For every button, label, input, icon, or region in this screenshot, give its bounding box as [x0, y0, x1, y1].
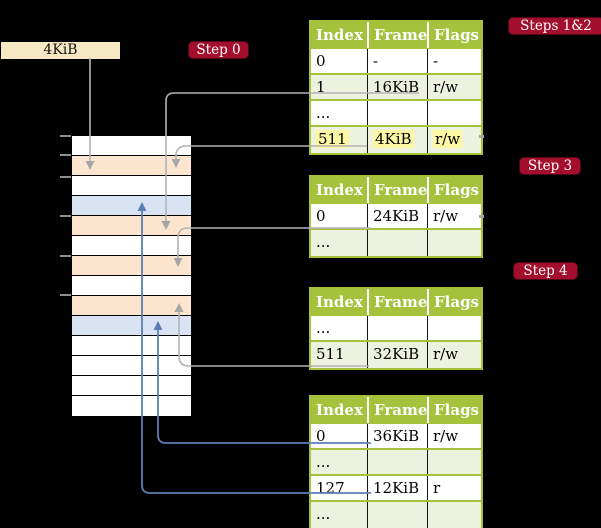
tick-mark: [60, 154, 71, 156]
cell: 511: [316, 345, 345, 363]
cell: r/w: [427, 127, 481, 153]
cell: [427, 316, 481, 340]
cell: ...: [316, 453, 331, 471]
cell: 0: [316, 207, 326, 225]
memory-row-white: [72, 236, 191, 256]
memory-row-white: [72, 376, 191, 396]
memory-row-orange: [72, 216, 191, 236]
cell: 127: [316, 479, 345, 497]
cell: [427, 450, 481, 474]
memory-row-orange: [72, 156, 191, 176]
table-row: ...: [311, 316, 481, 342]
cell: r/w: [427, 424, 481, 448]
cell: -: [427, 49, 481, 73]
cell: 16KiB: [367, 75, 427, 99]
cell: r/w: [427, 204, 481, 228]
memory-row-white: [72, 396, 191, 416]
header-cell: Frame: [367, 397, 427, 423]
memory-column: [71, 135, 192, 417]
cell: [367, 502, 427, 528]
cell: [367, 230, 427, 256]
highlighted-value: 511: [316, 130, 349, 148]
tick-mark: [60, 255, 71, 257]
steps1and2-badge: Steps 1&2: [508, 17, 601, 35]
step0-badge: Step 0: [188, 41, 249, 59]
header-cell: Flags: [427, 397, 481, 423]
cell: ...: [316, 505, 331, 523]
header-cell: Frame: [367, 177, 427, 203]
memory-row-white: [72, 276, 191, 296]
memory-row-white: [72, 336, 191, 356]
cell: [427, 502, 481, 528]
cell: 0: [316, 427, 326, 445]
table-row: 511 4KiB r/w: [311, 127, 481, 153]
cell: 0: [316, 52, 326, 70]
table-row: ...: [311, 101, 481, 127]
cell: 1: [316, 78, 326, 96]
table-row: 0 --: [311, 49, 481, 75]
step4-badge: Step 4: [513, 262, 578, 280]
memory-row-blue: [72, 316, 191, 336]
table-row: ...: [311, 230, 481, 256]
cell: [367, 101, 427, 125]
header-cell: Index: [316, 181, 363, 199]
cell: ...: [316, 104, 331, 122]
memory-row-orange: [72, 296, 191, 316]
header-cell: Flags: [427, 22, 481, 48]
memory-row-orange: [72, 256, 191, 276]
cell: -: [367, 49, 427, 73]
tick-mark: [60, 176, 71, 178]
header-cell: Frame: [367, 289, 427, 315]
cell: 24KiB: [367, 204, 427, 228]
step3-badge: Step 3: [519, 157, 581, 175]
root-page-size-box: 4KiB: [1, 42, 120, 59]
header-cell: Index: [316, 26, 363, 44]
header-cell: Flags: [427, 177, 481, 203]
highlighted-value: r/w: [433, 130, 463, 148]
cell: 36KiB: [367, 424, 427, 448]
table-row: ...: [311, 450, 481, 476]
header-cell: Index: [316, 293, 363, 311]
cell: [367, 450, 427, 474]
header-cell: Flags: [427, 289, 481, 315]
table-row: ...: [311, 502, 481, 528]
cell: 511: [311, 127, 367, 153]
cell: [367, 316, 427, 340]
cell: [427, 230, 481, 256]
cell: 32KiB: [367, 342, 427, 368]
header-cell: Index: [316, 401, 363, 419]
cell: [427, 101, 481, 125]
tick-mark: [60, 135, 71, 137]
header-cell: Frame: [367, 22, 427, 48]
cell: r: [427, 476, 481, 500]
highlighted-value: 4KiB: [373, 130, 414, 148]
memory-row-white: [72, 356, 191, 376]
cell: 12KiB: [367, 476, 427, 500]
tick-mark: [60, 215, 71, 217]
memory-row-white: [72, 176, 191, 196]
cell: ...: [316, 319, 331, 337]
cell: 4KiB: [367, 127, 427, 153]
cell: r/w: [427, 342, 481, 368]
tick-mark: [60, 294, 71, 296]
cell: r/w: [427, 75, 481, 99]
cell: ...: [316, 233, 331, 251]
memory-row-white: [72, 136, 191, 156]
memory-row-blue: [72, 196, 191, 216]
